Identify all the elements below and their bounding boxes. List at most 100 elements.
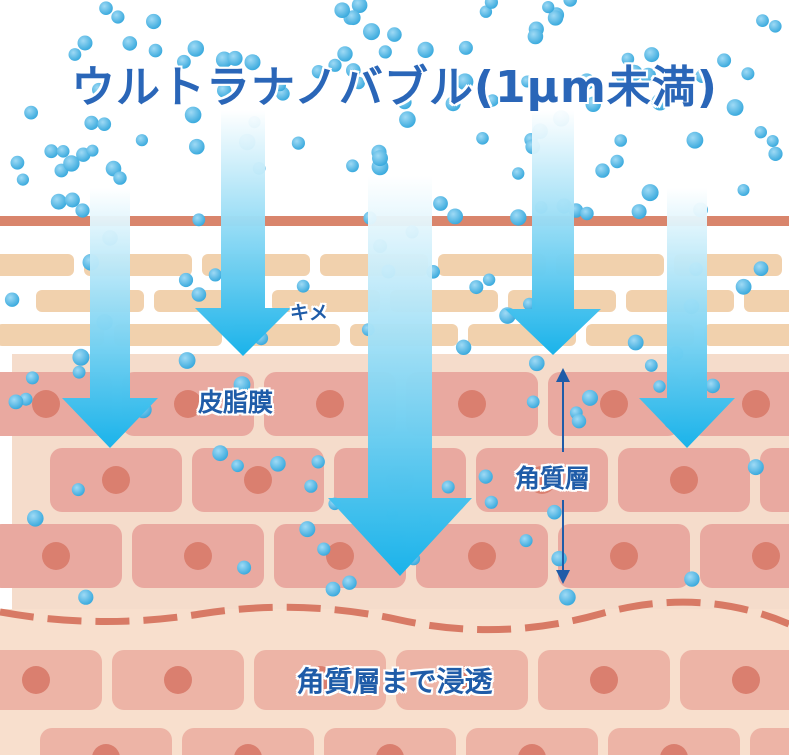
nanobubble: [684, 571, 700, 587]
deep-skin-cell: [40, 728, 172, 755]
nanobubble: [304, 479, 318, 493]
cell-nucleus: [742, 390, 770, 418]
nanobubble: [571, 414, 587, 429]
downward-gradient-arrow: [639, 188, 735, 448]
nanobubble: [399, 111, 416, 128]
nanobubble: [644, 47, 660, 63]
cell-nucleus: [376, 744, 404, 755]
diagram-title: ウルトラナノバブル(1µm未満): [71, 62, 718, 113]
nanobubble: [78, 589, 94, 605]
nanobubble: [50, 193, 67, 210]
cell-nucleus: [326, 542, 354, 570]
nanobubble: [345, 10, 361, 26]
cell-nucleus: [306, 666, 334, 694]
nanobubble: [559, 588, 576, 606]
nanobubble: [334, 2, 351, 18]
nanobubble: [342, 575, 357, 590]
nanobubble: [631, 204, 647, 220]
stratum-corneum-boundary: [0, 598, 789, 634]
nanobubble: [63, 155, 80, 172]
cell-nucleus: [752, 542, 780, 570]
cell-nucleus: [234, 744, 262, 755]
sebum-tile: [704, 324, 789, 346]
nanobubble: [325, 581, 341, 597]
nanobubble: [484, 495, 498, 509]
nanobubble: [72, 365, 86, 379]
nanobubble: [296, 279, 310, 293]
range-arrowhead-down: [556, 570, 570, 584]
cell-nucleus: [670, 466, 698, 494]
nanobubble: [97, 117, 112, 131]
nanobubble: [291, 136, 305, 150]
cell-nucleus: [184, 542, 212, 570]
nanobubble: [24, 105, 38, 120]
nanobubble: [227, 50, 243, 66]
nanobubble: [478, 469, 493, 484]
nanobubble: [231, 459, 244, 473]
nanobubble: [519, 534, 533, 548]
nanobubble: [346, 63, 361, 78]
cell-nucleus: [92, 744, 120, 755]
nanobubble: [191, 287, 207, 302]
nanobubble: [337, 46, 353, 62]
nanobubble: [737, 184, 750, 196]
nanobubble: [521, 75, 534, 88]
nanobubble: [741, 67, 755, 81]
downward-gradient-arrow: [505, 110, 601, 355]
nanobubble: [482, 273, 496, 286]
nanobubble: [580, 206, 594, 221]
cell-nucleus: [610, 542, 638, 570]
nanobubble: [4, 292, 20, 307]
nanobubble: [547, 504, 562, 520]
nanobubble: [178, 272, 194, 288]
nanobubble: [146, 13, 162, 30]
sebum-tile: [744, 290, 789, 312]
nanobubble: [653, 380, 666, 393]
deep-skin-cell: [608, 728, 740, 755]
nanobubble: [476, 132, 489, 145]
nanobubble: [189, 138, 205, 155]
nanobubble: [217, 83, 232, 98]
nanobubble: [178, 352, 196, 369]
nanobubble: [86, 144, 99, 157]
nanobubble: [72, 348, 90, 366]
nanobubble: [644, 359, 658, 372]
downward-gradient-arrow: [195, 110, 291, 356]
nanobubble: [311, 65, 326, 79]
cell-nucleus: [102, 466, 130, 494]
nanobubble: [68, 48, 82, 61]
nanobubble: [627, 334, 644, 351]
nanobubble: [113, 171, 127, 185]
stratum-corneum-range-arrow: [556, 368, 570, 584]
nanobubble: [705, 378, 720, 394]
nanobubble: [111, 10, 125, 24]
nanobubble: [769, 20, 782, 33]
nanobubble: [299, 521, 316, 538]
nanobubble: [610, 154, 624, 169]
nanobubble: [640, 67, 656, 84]
sebum-tile: [438, 254, 546, 276]
nanobubble: [328, 58, 342, 72]
nanobubble: [92, 82, 106, 97]
cell-nucleus: [164, 666, 192, 694]
nanobubble: [441, 480, 455, 494]
nanobubble: [16, 173, 29, 186]
nanobubble: [641, 184, 659, 202]
nanobubble: [582, 389, 598, 406]
cell-nucleus: [458, 390, 486, 418]
cell-nucleus: [448, 666, 476, 694]
nanobubble: [192, 213, 206, 227]
cell-nucleus: [468, 542, 496, 570]
nanobubble: [352, 76, 365, 90]
nanobubble: [735, 278, 752, 295]
nanobubble: [510, 209, 527, 226]
nanobubble: [756, 14, 769, 27]
nanobubble: [10, 155, 25, 170]
nanobubble: [311, 455, 325, 469]
nanobubble: [346, 159, 359, 173]
nanobubble: [64, 192, 80, 208]
sebum-tile: [0, 254, 74, 276]
nanobubble: [695, 69, 709, 84]
nanobubble: [378, 45, 392, 59]
